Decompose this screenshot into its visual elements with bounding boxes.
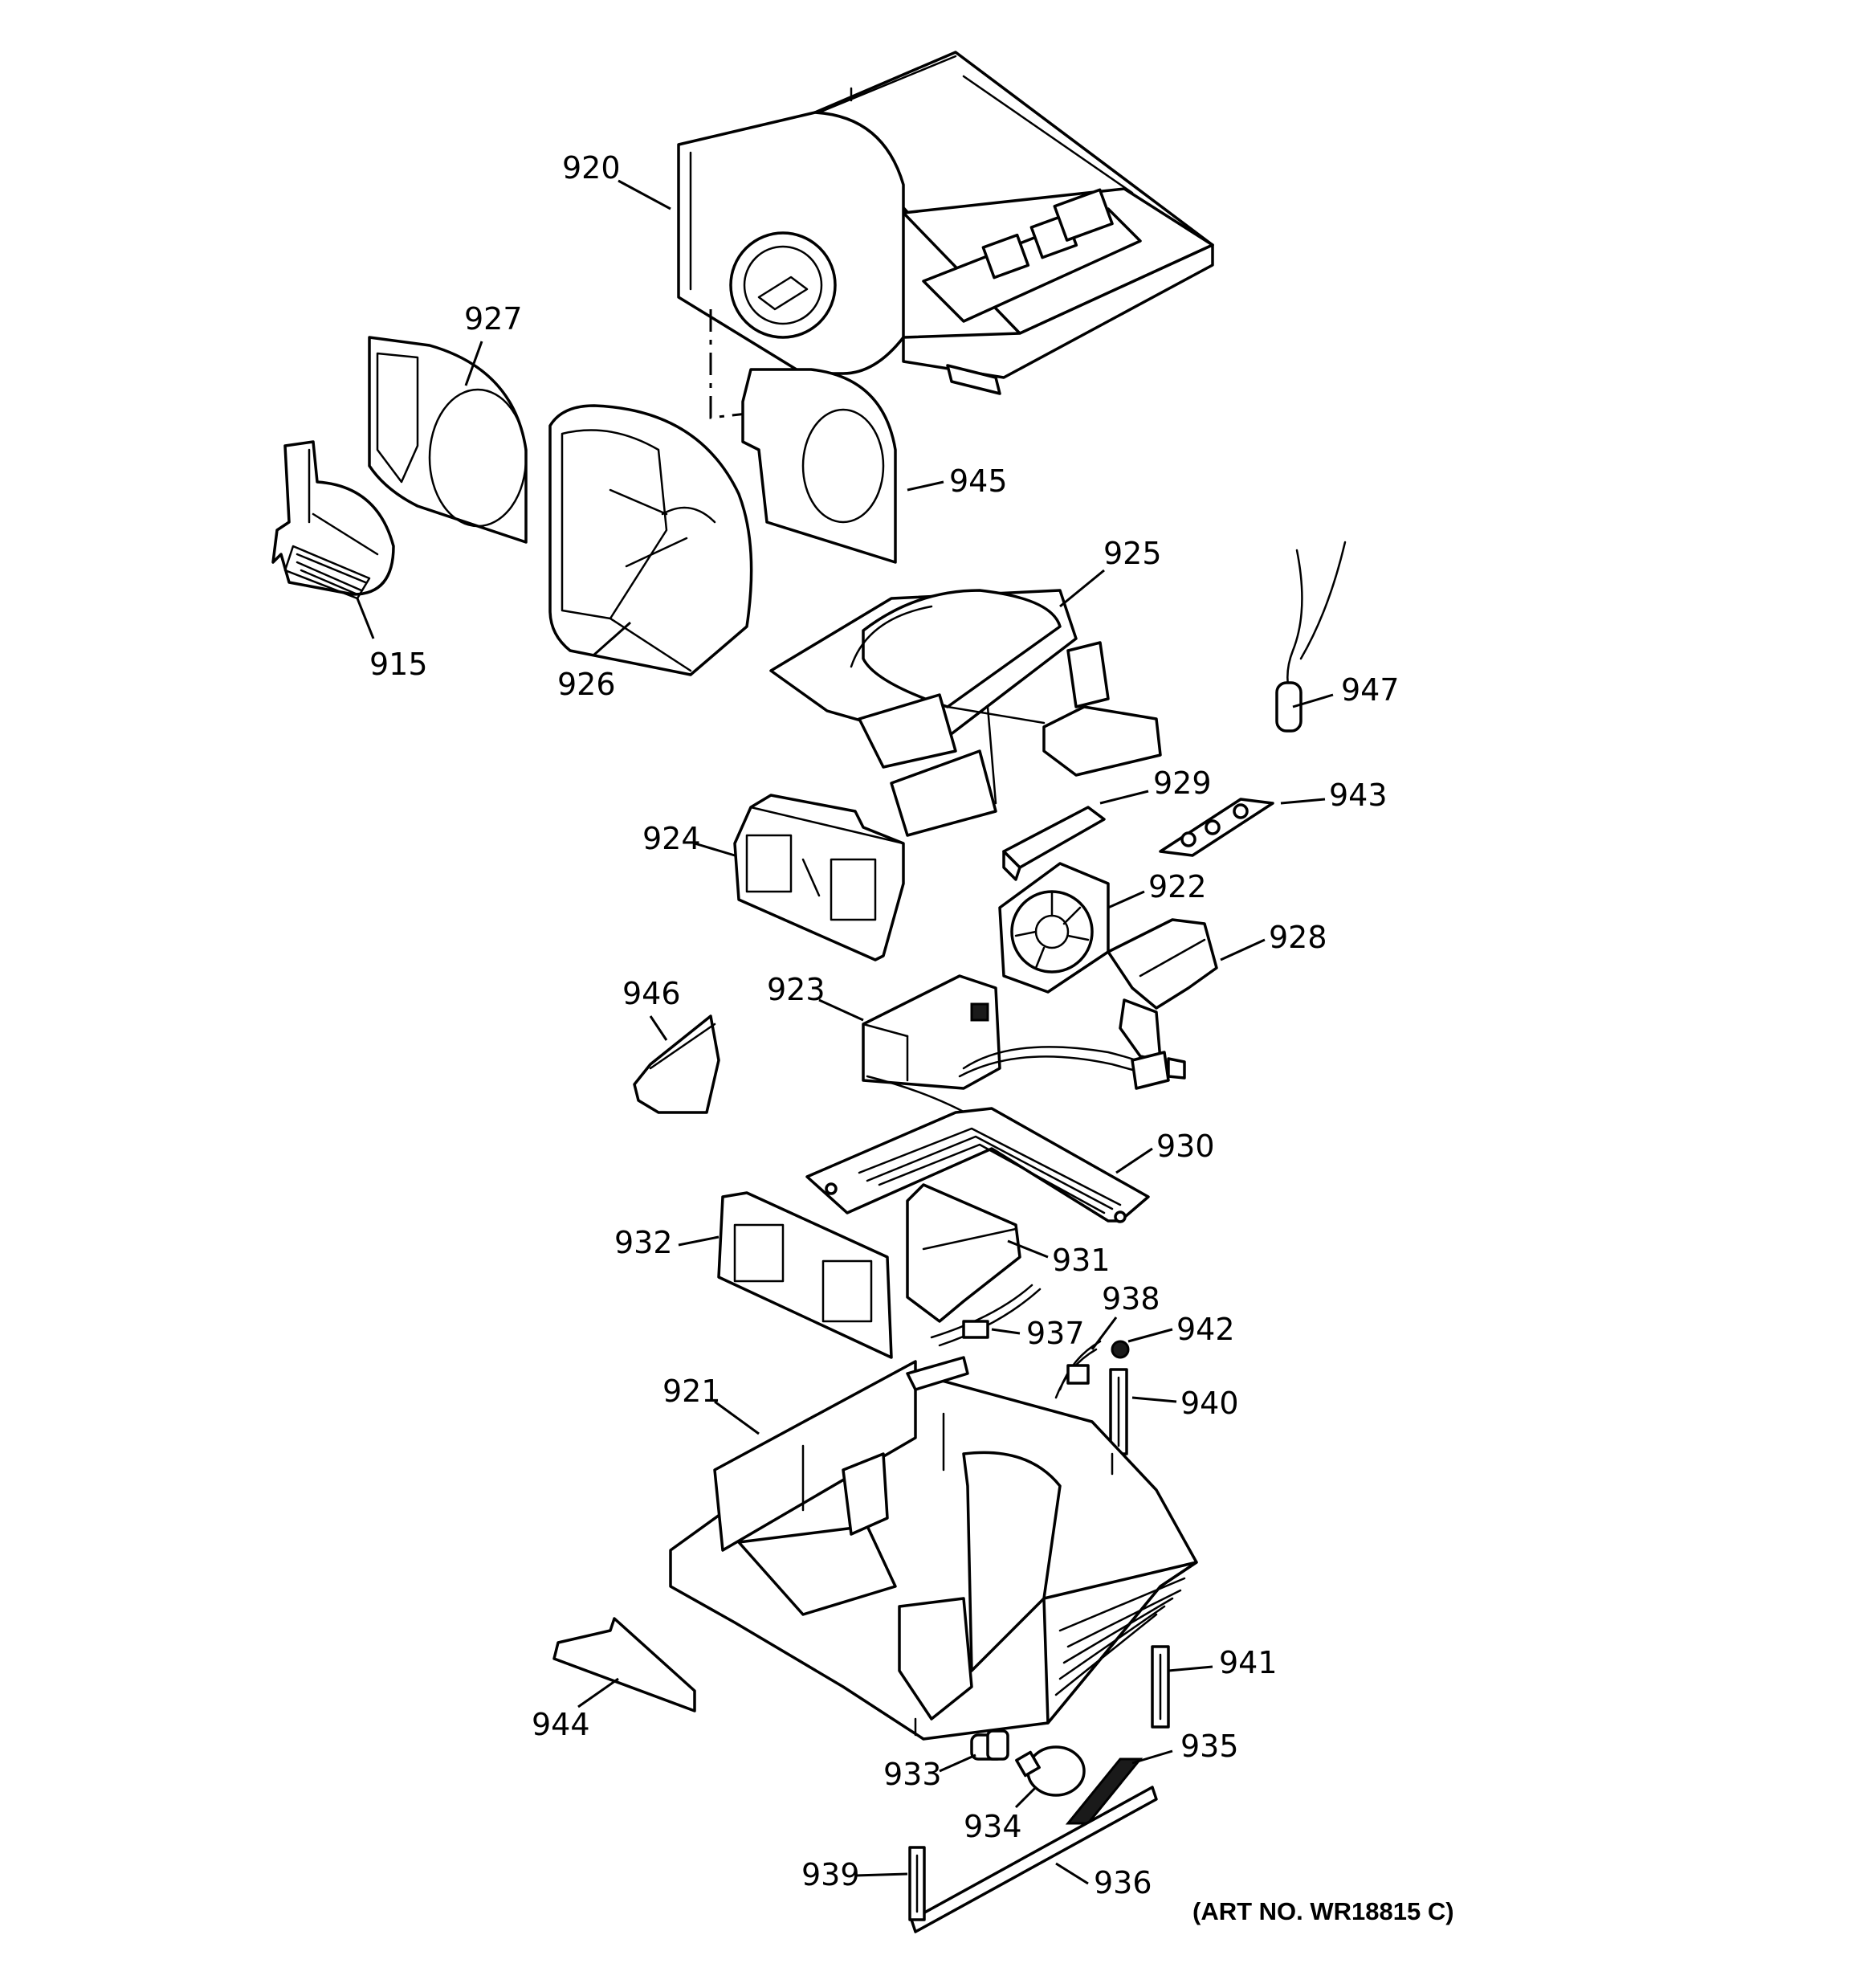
part-920-housing (677, 51, 1214, 395)
callout-930: 930 (1156, 1129, 1215, 1164)
part-942-grommet (1111, 1340, 1130, 1359)
part-935-grille (1065, 1757, 1143, 1825)
callout-928: 928 (1269, 920, 1327, 955)
callout-942: 942 (1176, 1312, 1235, 1347)
part-922-fan (998, 862, 1110, 994)
callout-934: 934 (964, 1809, 1022, 1844)
callout-947: 947 (1341, 672, 1400, 708)
callout-925: 925 (1103, 536, 1162, 571)
part-926-duct (548, 404, 753, 676)
callout-926: 926 (557, 667, 616, 702)
callout-927: 927 (464, 301, 523, 337)
part-943-switch-board (1159, 798, 1274, 857)
callout-940: 940 (1180, 1386, 1239, 1421)
part-939-bar (908, 1846, 926, 1921)
part-927-gasket (368, 336, 528, 544)
callout-931: 931 (1052, 1243, 1111, 1278)
callout-915: 915 (369, 647, 428, 682)
part-936-strip (910, 1786, 1158, 1933)
callout-labels: 920 927 945 925 915 926 947 929 943 924 … (369, 150, 1454, 1925)
callout-922: 922 (1148, 869, 1207, 904)
part-944-strip (552, 1617, 696, 1712)
callout-921: 921 (662, 1374, 721, 1409)
part-937-harness (930, 1284, 1042, 1347)
part-932-frame (717, 1191, 893, 1359)
callout-929: 929 (1153, 765, 1212, 801)
callout-937: 937 (1026, 1316, 1085, 1351)
callout-946: 946 (622, 976, 681, 1011)
part-941-bar (1151, 1645, 1170, 1729)
callout-936: 936 (1094, 1865, 1152, 1900)
callout-923: 923 (767, 972, 826, 1007)
part-925-cover (769, 589, 1162, 837)
part-930-heater (805, 1107, 1150, 1223)
part-928-damper (1107, 918, 1218, 1062)
callout-920: 920 (562, 150, 621, 186)
part-921-case (669, 1356, 1198, 1741)
part-931-shield (906, 1183, 1021, 1323)
part-946-shutter (633, 1014, 720, 1114)
part-929-bracket (1002, 806, 1106, 881)
part-924-frame (733, 794, 905, 961)
callout-939: 939 (801, 1857, 860, 1892)
callout-935: 935 (1180, 1729, 1239, 1764)
callout-945: 945 (949, 463, 1008, 499)
callout-933: 933 (883, 1757, 942, 1792)
part-934-bulb (1015, 1745, 1086, 1797)
part-940-switch (1109, 1368, 1128, 1455)
callout-924: 924 (642, 821, 701, 856)
part-947-thermistor (1275, 541, 1347, 733)
callout-932: 932 (614, 1225, 673, 1260)
part-920-alignment-line (709, 309, 748, 419)
part-945-gasket (741, 368, 897, 564)
part-933-socket (970, 1729, 1009, 1761)
art-number: (ART NO. WR18815 C) (1192, 1897, 1454, 1925)
callout-941: 941 (1219, 1645, 1278, 1680)
callout-938: 938 (1102, 1281, 1160, 1316)
part-915-grille (271, 440, 395, 600)
part-923-control-box (862, 974, 1186, 1122)
callout-943: 943 (1329, 778, 1388, 813)
callout-944: 944 (532, 1707, 590, 1742)
leader-lines (356, 179, 1334, 1885)
